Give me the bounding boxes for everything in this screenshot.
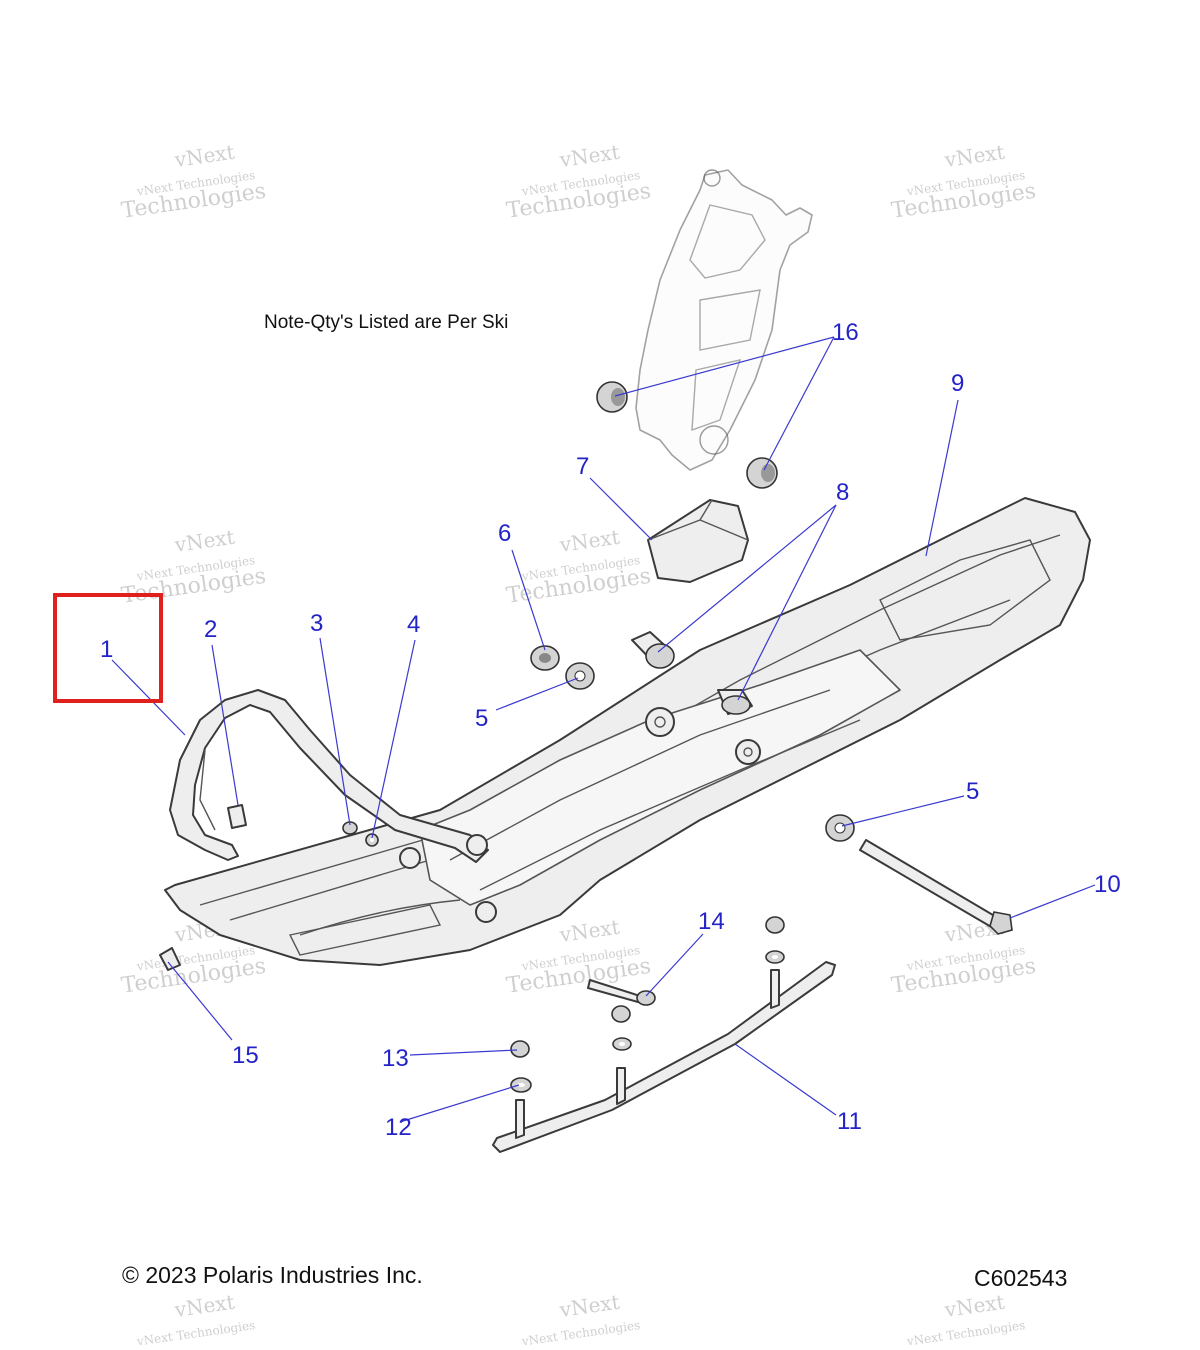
bushing [530, 645, 560, 671]
svg-text:vNext: vNext [557, 140, 621, 172]
callout-11[interactable]: 11 [837, 1108, 862, 1135]
svg-text:vNext: vNext [942, 140, 1006, 172]
copyright-notice: © 2023 Polaris Industries Inc. [122, 1262, 423, 1288]
svg-text:vNext: vNext [942, 1290, 1006, 1322]
watermark: vNext vNext Technologies [520, 1290, 641, 1349]
bolt-long [859, 839, 1013, 935]
callout-16[interactable]: 16 [832, 319, 859, 346]
callout-9[interactable]: 9 [951, 370, 964, 397]
washer-small [365, 833, 379, 847]
washer-wear-bar [612, 1037, 632, 1051]
washer-wear-bar [510, 1077, 532, 1093]
ski-body [164, 497, 1091, 966]
callout-5b[interactable]: 5 [966, 778, 979, 805]
callout-3[interactable]: 3 [310, 610, 323, 637]
leader-lines [111, 336, 1096, 1123]
watermark: vNext vNext Technologies Technologies [505, 525, 653, 609]
svg-text:vNext: vNext [557, 525, 621, 557]
svg-text:vNext: vNext [172, 525, 236, 557]
callout-labels: 1 2 3 4 5 5 6 7 8 9 10 11 12 13 14 15 16 [100, 319, 1121, 1141]
callout-5[interactable]: 5 [475, 705, 488, 732]
callout-14[interactable]: 14 [698, 908, 725, 935]
spindle-ghost [635, 169, 813, 471]
saddle-block [647, 499, 749, 583]
svg-text:vNext Technologies: vNext Technologies [520, 1318, 641, 1349]
washer [825, 814, 855, 842]
washer-wear-bar [765, 950, 785, 964]
bolt-short [587, 979, 656, 1006]
callout-13[interactable]: 13 [382, 1045, 409, 1072]
watermark: vNext vNext Technologies Technologies [890, 915, 1038, 999]
bumper-pad [227, 804, 247, 829]
callout-15[interactable]: 15 [232, 1042, 259, 1069]
spindle-bushing [746, 457, 778, 489]
svg-text:vNext: vNext [557, 1290, 621, 1322]
wear-bar [492, 961, 836, 1153]
bushing [631, 631, 675, 669]
watermark: vNext vNext Technologies Technologies [505, 140, 653, 224]
callout-7[interactable]: 7 [576, 453, 589, 480]
callout-1[interactable]: 1 [100, 636, 113, 663]
callout-6[interactable]: 6 [498, 520, 511, 547]
svg-text:vNext Technologies: vNext Technologies [905, 1318, 1026, 1349]
washer [565, 662, 595, 690]
spindle-bushing [596, 381, 628, 413]
nut-wear-bar [765, 916, 785, 934]
callout-4[interactable]: 4 [407, 611, 420, 638]
diagram-code: C602543 [974, 1265, 1068, 1291]
nut-wear-bar [510, 1040, 530, 1058]
svg-text:vNext Technologies: vNext Technologies [135, 1318, 256, 1349]
watermark: vNext vNext Technologies Technologies [120, 140, 268, 224]
callout-10[interactable]: 10 [1094, 871, 1121, 898]
watermark: vNext vNext Technologies Technologies [890, 140, 1038, 224]
callout-2[interactable]: 2 [204, 616, 217, 643]
highlight-box [53, 593, 163, 703]
svg-text:vNext: vNext [172, 140, 236, 172]
nut-wear-bar [611, 1005, 631, 1023]
watermark: vNext vNext Technologies [135, 1290, 256, 1349]
quantity-note: Note-Qty's Listed are Per Ski [264, 312, 509, 333]
svg-text:vNext: vNext [557, 915, 621, 947]
carbide-clip [159, 947, 181, 971]
svg-text:vNext: vNext [172, 1290, 236, 1322]
callout-8[interactable]: 8 [836, 479, 849, 506]
watermark: vNext vNext Technologies [905, 1290, 1026, 1349]
ski-loop-handle [169, 689, 489, 863]
callout-12[interactable]: 12 [385, 1114, 412, 1141]
